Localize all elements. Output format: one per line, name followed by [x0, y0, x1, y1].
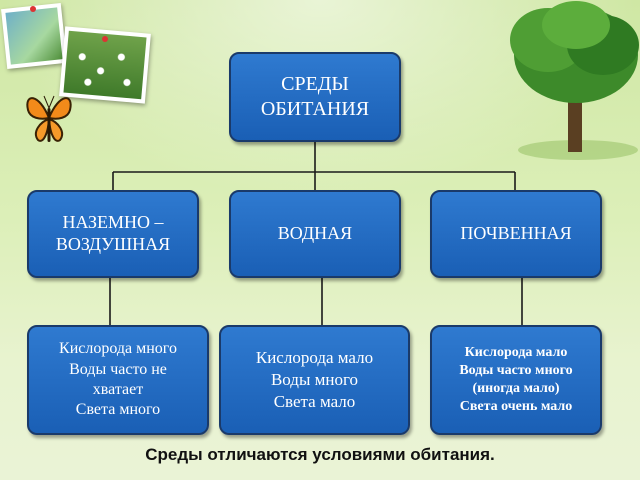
pin-icon [102, 36, 108, 42]
conditions-text: Кислорода много Воды часто не хватает Св… [59, 340, 177, 419]
butterfly-icon [26, 95, 72, 142]
caption: Среды отличаются условиями обитания. [145, 445, 495, 464]
pin-icon [30, 6, 36, 12]
habitat-label: НАЗЕМНО – ВОЗДУШНАЯ [55, 212, 171, 254]
habitat-node-land-air: НАЗЕМНО – ВОЗДУШНАЯ [27, 190, 199, 278]
root-label: СРЕДЫ ОБИТАНИЯ [260, 73, 370, 120]
root-node: СРЕДЫ ОБИТАНИЯ [229, 52, 401, 142]
habitat-node-water: ВОДНАЯ [229, 190, 401, 278]
habitat-label: ПОЧВЕННАЯ [460, 223, 572, 244]
tree-icon [510, 1, 639, 160]
conditions-text: Кислорода мало Воды часто много (иногда … [459, 345, 573, 414]
habitat-node-soil: ПОЧВЕННАЯ [430, 190, 602, 278]
conditions-node-water: Кислорода мало Воды много Света мало [219, 325, 410, 435]
conditions-node-soil: Кислорода мало Воды часто много (иногда … [430, 325, 602, 435]
habitat-label: ВОДНАЯ [277, 223, 353, 244]
conditions-text: Кислорода мало Воды много Света мало [255, 348, 374, 411]
conditions-node-land-air: Кислорода много Воды часто не хватает Св… [27, 325, 209, 435]
